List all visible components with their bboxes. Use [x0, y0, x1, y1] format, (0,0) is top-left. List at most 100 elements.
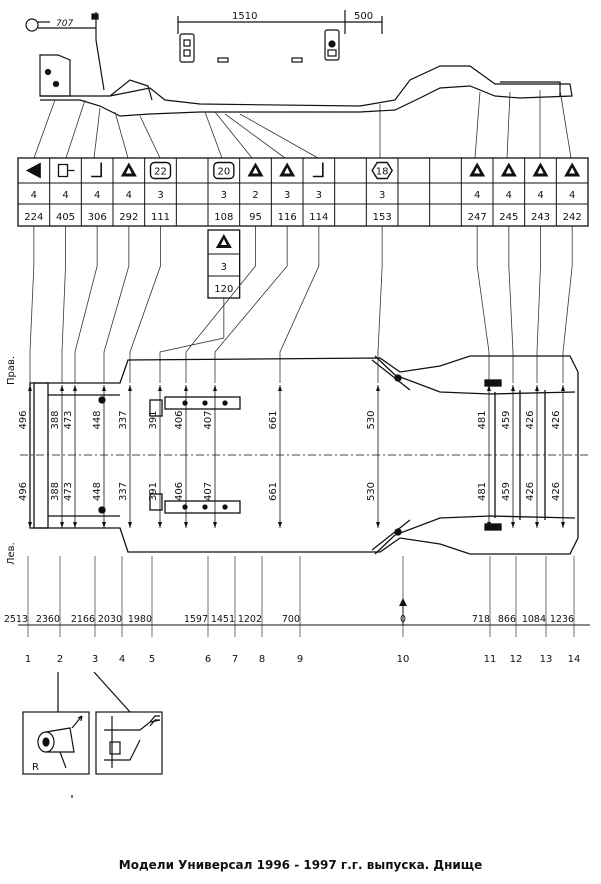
width-lower-value: 448: [92, 482, 103, 501]
baseline-value: 2166: [71, 614, 95, 625]
point-number: 14: [568, 654, 581, 665]
width-lower-value: 426: [551, 482, 562, 501]
table-code: 247: [468, 212, 487, 223]
width-dimension-arrow: [128, 522, 132, 528]
table-column-triangle-left-icon: [25, 162, 41, 179]
width-dimension-arrow: [158, 522, 162, 528]
width-upper-value: 407: [203, 410, 214, 429]
table-code: 95: [249, 212, 262, 223]
baseline-value: 866: [498, 614, 516, 625]
width-upper-value: 459: [501, 410, 512, 429]
width-dimension-arrow: [535, 385, 539, 391]
mid-leader-line: [159, 298, 225, 383]
width-upper-value: 448: [92, 410, 103, 429]
table-column-hex-icon: [371, 161, 393, 180]
table-column-badge-number: 22: [154, 167, 167, 178]
width-dimension-arrow: [73, 522, 77, 528]
point-number: 1: [25, 654, 31, 665]
point-number: 6: [205, 654, 211, 665]
mid-leader-line: [214, 226, 288, 383]
baseline-value: 2513: [4, 614, 28, 625]
point-number: 8: [259, 654, 265, 665]
table-code: 243: [531, 212, 550, 223]
baseline-value: 1236: [550, 614, 574, 625]
floor-plan: [20, 355, 590, 555]
width-dimension: 407 407: [203, 385, 217, 528]
width-dimensions: 4964963883884734734484483373373913914064…: [18, 385, 565, 528]
width-dimension: 481 481: [477, 385, 491, 528]
width-upper-value: 481: [477, 410, 488, 429]
side-label-right: Прав.: [6, 356, 17, 385]
baseline-value: 2030: [98, 614, 122, 625]
table-code: 224: [24, 212, 43, 223]
table-column-triangle-icon-inner: [505, 167, 512, 174]
width-lower-value: 459: [501, 482, 512, 501]
width-lower-value: 481: [477, 482, 488, 501]
baseline-value: 1202: [238, 614, 262, 625]
table-qty: 4: [62, 190, 68, 201]
baseline-value: 1980: [128, 614, 152, 625]
width-dimension-arrow: [561, 522, 565, 528]
mid-leader-line: [29, 226, 35, 383]
table-qty: 3: [284, 190, 290, 201]
table-code: 245: [499, 212, 518, 223]
table-column: 4 306: [88, 162, 107, 223]
mid-leader-line: [129, 226, 161, 383]
point-number: 11: [484, 654, 497, 665]
table-column-triangle-icon-inner: [252, 167, 259, 174]
spec-table-content: 4224440543064292223111203108295311631141…: [24, 161, 582, 299]
width-dimension-arrow: [487, 385, 491, 391]
table-column: 295: [247, 162, 264, 223]
width-dimension-arrow: [213, 522, 217, 528]
top-leader-lines: [33, 89, 572, 159]
table-qty: 3: [379, 190, 385, 201]
table-code: 111: [151, 212, 170, 223]
table-code: 306: [88, 212, 107, 223]
table-code: 153: [373, 212, 392, 223]
width-lower-value: 473: [63, 482, 74, 501]
width-lower-value: 407: [203, 482, 214, 501]
table-qty: 4: [94, 190, 100, 201]
table-qty: 3: [316, 190, 322, 201]
width-upper-value: 391: [148, 410, 159, 429]
table-column-triangle-icon-inner: [474, 167, 481, 174]
mid-leader-line: [536, 226, 541, 383]
table-column-triangle-icon-inner: [569, 167, 576, 174]
width-dimension-arrow: [184, 522, 188, 528]
point-number: 7: [232, 654, 238, 665]
table-column-triangle-icon-inner: [284, 167, 291, 174]
mid-leader-line: [103, 226, 130, 383]
datum-arrowhead: [399, 598, 407, 606]
table-code: 114: [309, 212, 328, 223]
baseline-value: 1084: [522, 614, 546, 625]
width-dimension: 448 448: [92, 385, 106, 528]
detail-label: R: [32, 762, 39, 773]
width-lower-value: 388: [50, 482, 61, 501]
dimension-500: 500: [354, 11, 373, 22]
table-column-triangle-icon-inner: [125, 167, 132, 174]
width-upper-value: 426: [525, 410, 536, 429]
width-dimension-arrow: [511, 385, 515, 391]
width-upper-value: 496: [18, 410, 29, 429]
mid-leader-line: [185, 226, 256, 383]
table-code: 405: [56, 212, 75, 223]
caption: Модели Универсал 1996 - 1997 г.г. выпуск…: [118, 858, 483, 872]
table-code: 242: [563, 212, 582, 223]
width-dimension-arrow: [28, 385, 32, 391]
table-column-hex-number: 18: [376, 167, 389, 178]
spec-table: [17, 157, 589, 227]
detail-views: [22, 671, 163, 798]
width-dimension-arrow: [184, 385, 188, 391]
table-code: 108: [214, 212, 233, 223]
point-number: 3: [92, 654, 98, 665]
point-number: 4: [119, 654, 125, 665]
table-qty: 4: [31, 190, 37, 201]
